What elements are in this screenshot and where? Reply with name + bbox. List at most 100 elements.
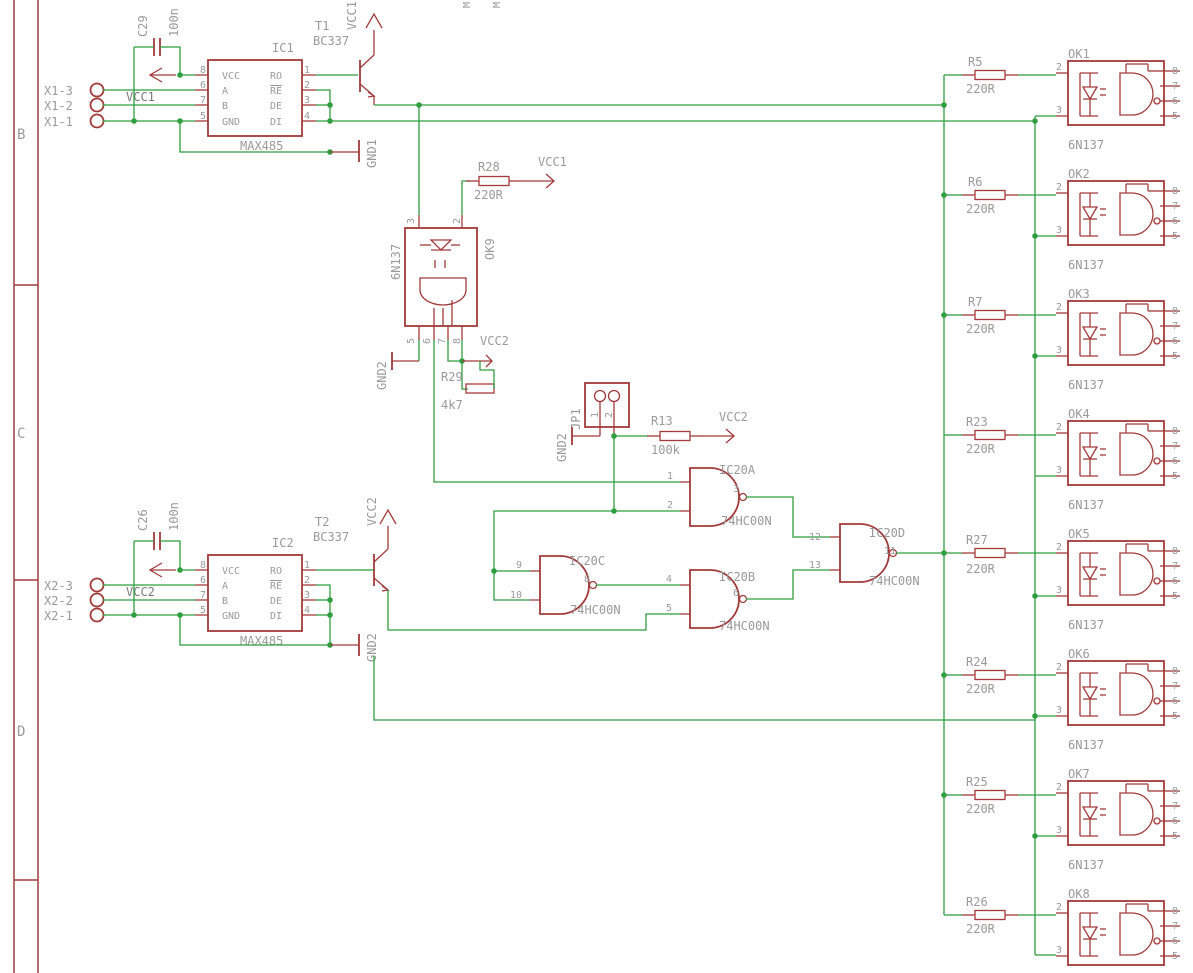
ok1-pin-8: 8 xyxy=(1172,66,1178,77)
ic1-pin-re: RE xyxy=(270,86,282,97)
ok8-pin-8: 8 xyxy=(1172,906,1178,917)
ic1-pin-gnd: GND xyxy=(222,117,240,128)
resistor-r24: R24 220R xyxy=(944,655,1056,696)
ok6-pin-8: 8 xyxy=(1172,666,1178,677)
ic1-pin-b: B xyxy=(222,101,228,112)
resistor-r29: R29 4k7 xyxy=(441,370,495,412)
r24-value: 220R xyxy=(966,682,996,696)
r6-value: 220R xyxy=(966,202,996,216)
ic20c-pin-8: 8 xyxy=(584,574,590,585)
ic1-value: MAX485 xyxy=(240,139,283,153)
ic20d-pin-12: 12 xyxy=(809,532,821,543)
ok9-pin-7: 7 xyxy=(437,338,448,344)
ic20b-pin-4: 4 xyxy=(666,574,672,585)
connector-x1: X1-3 X1-2 X1-1 xyxy=(44,82,105,129)
ic20a-pin-1: 1 xyxy=(667,471,673,482)
ok5-pin-5: 5 xyxy=(1172,591,1178,602)
ic2-max485: IC2 MAX485 VCC A B GND RO RE DE DI 8 6 7… xyxy=(126,536,316,648)
ok5-pin-6: 6 xyxy=(1172,576,1178,587)
ok2-pin-5: 5 xyxy=(1172,231,1178,242)
r7-label: R7 xyxy=(968,295,982,309)
ok5-value: 6N137 xyxy=(1068,618,1104,632)
ok6-label: OK6 xyxy=(1068,647,1090,661)
ic20d-pin-13: 13 xyxy=(809,560,821,571)
optocoupler-ok2: OK2 6N137 2 3 8 7 6 5 xyxy=(1055,167,1181,272)
resistor-r25: R25 220R xyxy=(944,775,1056,816)
ok1-label: OK1 xyxy=(1068,47,1090,61)
resistor-r27: R27 220R xyxy=(944,533,1056,576)
ic20a-pin-3: 3 xyxy=(733,484,739,495)
ic1-vcc-net: VCC1 xyxy=(126,90,155,104)
jp1-label: JP1 xyxy=(569,408,583,430)
ic1-pinnum-6: 6 xyxy=(200,80,206,91)
ic1-pin-a: A xyxy=(222,86,228,97)
ok1-pin-5: 5 xyxy=(1172,111,1178,122)
optocoupler-ok5: OK5 6N137 2 3 8 7 6 5 xyxy=(1055,527,1181,632)
ok3-pin-2: 2 xyxy=(1056,302,1062,313)
ic2-pin-gnd: GND xyxy=(222,611,240,622)
top-label-1: M xyxy=(462,2,473,8)
frame-row-b: B xyxy=(17,127,25,143)
transistor-t1: T1 BC337 VCC1 xyxy=(313,1,383,105)
ok4-pin-6: 6 xyxy=(1172,456,1178,467)
ok1-value: 6N137 xyxy=(1068,138,1104,152)
ok3-pin-8: 8 xyxy=(1172,306,1178,317)
t2-value: BC337 xyxy=(313,530,349,544)
c29-value: 100n xyxy=(167,8,181,37)
r28-supply: VCC1 xyxy=(538,155,567,169)
r6-label: R6 xyxy=(968,175,982,189)
x1-2-label: X1-2 xyxy=(44,99,73,113)
ok9-pin-5: 5 xyxy=(406,338,417,344)
ic2-pin-de: DE xyxy=(270,596,282,607)
resistor-r6: R6 220R xyxy=(944,175,1056,216)
resistor-r23: R23 220R xyxy=(944,415,1056,456)
ok2-pin-8: 8 xyxy=(1172,186,1178,197)
ic20b-value: 74HC00N xyxy=(719,619,770,633)
ok1-pin-7: 7 xyxy=(1172,81,1178,92)
gnd2-ok9: GND2 xyxy=(375,352,419,390)
ok3-label: OK3 xyxy=(1068,287,1090,301)
r23-value: 220R xyxy=(966,442,996,456)
ic20a-pin-2: 2 xyxy=(667,500,673,511)
transistor-t2: T2 BC337 VCC2 xyxy=(313,497,397,592)
ok2-pin-6: 6 xyxy=(1172,216,1178,227)
connector-x2: X2-3 X2-2 X2-1 xyxy=(44,577,105,623)
ic2-pin-di: DI xyxy=(270,611,282,622)
ok5-pin-8: 8 xyxy=(1172,546,1178,557)
ok4-value: 6N137 xyxy=(1068,498,1104,512)
ic2-pin-a: A xyxy=(222,581,228,592)
ic2-pin-ro: RO xyxy=(270,566,282,577)
ok4-pin-5: 5 xyxy=(1172,471,1178,482)
gnd2-jp1-label: GND2 xyxy=(555,433,569,462)
gnd1-symbol: GND1 xyxy=(330,139,379,168)
gate-ic20c: IC20C 74HC00N 9 10 8 xyxy=(510,554,621,617)
ok7-pin-6: 6 xyxy=(1172,816,1178,827)
ok9-pin-3: 3 xyxy=(406,218,417,224)
ic20a-label: IC20A xyxy=(719,463,756,477)
ic20b-pin-6: 6 xyxy=(733,588,739,599)
ic2-pinnum-6: 6 xyxy=(200,575,206,586)
r23-label: R23 xyxy=(966,415,988,429)
ic20c-value: 74HC00N xyxy=(570,603,621,617)
t1-label: T1 xyxy=(315,19,329,33)
ok7-label: OK7 xyxy=(1068,767,1090,781)
r28-value: 220R xyxy=(474,188,504,202)
ok8-pin-2: 2 xyxy=(1056,902,1062,913)
ic20d-label: IC20D xyxy=(869,526,905,540)
r7-value: 220R xyxy=(966,322,996,336)
ok3-pin-7: 7 xyxy=(1172,321,1178,332)
r28-label: R28 xyxy=(478,160,500,174)
ok4-pin-8: 8 xyxy=(1172,426,1178,437)
r27-label: R27 xyxy=(966,533,988,547)
c29-label: C29 xyxy=(136,15,150,37)
gate-ic20b: IC20B 74HC00N 4 5 6 xyxy=(666,569,770,633)
resistor-r13: R13 100k VCC2 xyxy=(646,410,748,457)
ok6-pin-5: 5 xyxy=(1172,711,1178,722)
ok6-value: 6N137 xyxy=(1068,738,1104,752)
r13-value: 100k xyxy=(651,443,681,457)
r29-value: 4k7 xyxy=(441,398,463,412)
gnd2-ic2-label: GND2 xyxy=(365,633,379,662)
ok4-pin-7: 7 xyxy=(1172,441,1178,452)
ok5-pin-7: 7 xyxy=(1172,561,1178,572)
t2-supply: VCC2 xyxy=(365,497,379,526)
